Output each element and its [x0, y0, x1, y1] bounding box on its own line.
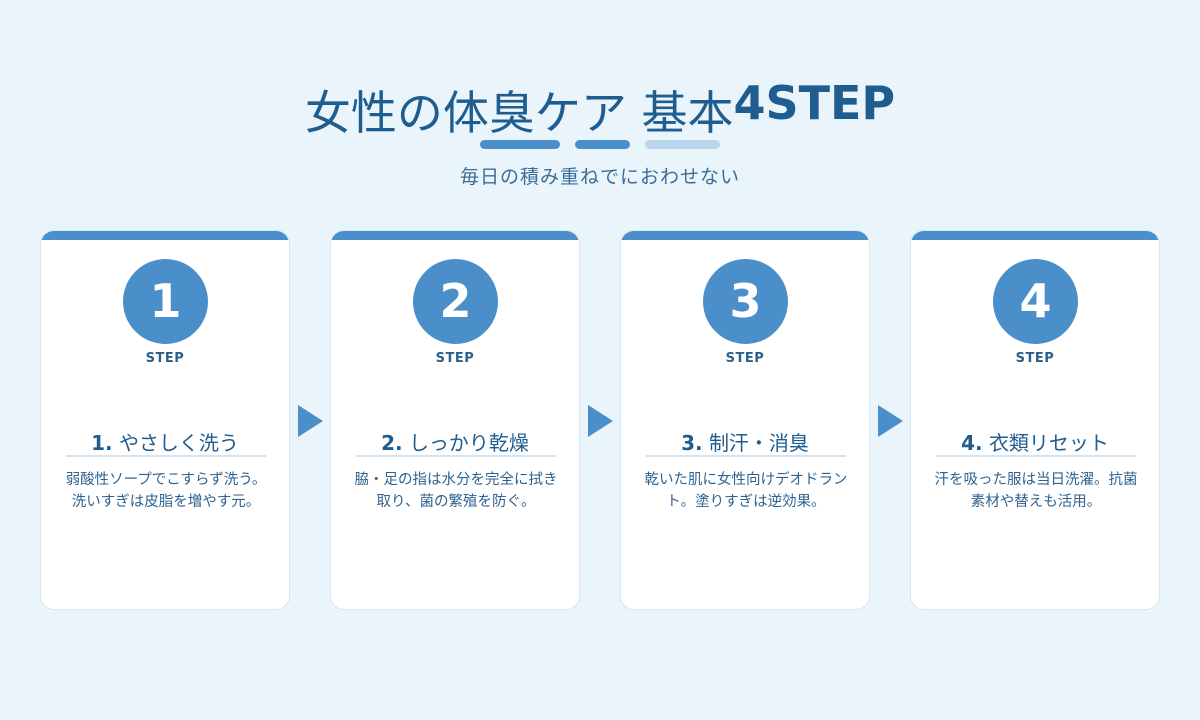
step-title-number: 3. [681, 431, 703, 455]
subtitle: 毎日の積み重ねでにおわせない [459, 166, 740, 188]
header: 女性の体臭ケア 基本4STEP 毎日の積み重ねでにおわせない [0, 0, 1200, 200]
card-divider [646, 455, 846, 457]
arrow-right-icon [298, 405, 323, 437]
step-title-text: 衣類リセット [988, 431, 1109, 455]
page-title: 女性の体臭ケア 基本4STEP [0, 80, 1200, 136]
step-title-text: 制汗・消臭 [708, 431, 809, 455]
step-title: 1. やさしく洗う [41, 427, 289, 456]
title-underline-2 [575, 140, 630, 149]
title-underline-3 [645, 140, 720, 149]
step-number-badge: 3 [703, 259, 788, 344]
step-number-badge: 2 [413, 259, 498, 344]
step-title: 2. しっかり乾燥 [331, 427, 579, 456]
step-number-badge: 1 [123, 259, 208, 344]
step-title-text: しっかり乾燥 [408, 431, 529, 455]
step-title-number: 1. [91, 431, 113, 455]
step-card-3: 3 STEP 3. 制汗・消臭 乾いた肌に女性向けデオドラント。塗りすぎは逆効果… [620, 230, 870, 610]
step-description: 弱酸性ソープでこすらず洗う。洗いすぎは皮脂を増やす元。 [65, 472, 267, 510]
step-label: STEP [145, 351, 185, 366]
step-description: 汗を吸った服は当日洗濯。抗菌素材や替えも活用。 [934, 472, 1138, 510]
step-card-4: 4 STEP 4. 衣類リセット 汗を吸った服は当日洗濯。抗菌素材や替えも活用。 [910, 230, 1160, 610]
title-main: 女性の体臭ケア 基本 [304, 86, 734, 140]
step-title-number: 2. [381, 431, 403, 455]
card-top-bar [621, 231, 869, 240]
step-card-2: 2 STEP 2. しっかり乾燥 脇・足の指は水分を完全に拭き取り、菌の繁殖を防… [330, 230, 580, 610]
card-divider [936, 455, 1136, 457]
step-label: STEP [1015, 351, 1055, 366]
step-label: STEP [725, 351, 765, 366]
step-description: 乾いた肌に女性向けデオドラント。塗りすぎは逆効果。 [644, 472, 848, 510]
arrow-right-icon [588, 405, 613, 437]
step-title-number: 4. [961, 431, 983, 455]
step-number-badge: 4 [993, 259, 1078, 344]
card-top-bar [41, 231, 289, 240]
arrow-right-icon [878, 405, 903, 437]
step-label: STEP [435, 351, 475, 366]
card-divider [356, 455, 556, 457]
card-top-bar [911, 231, 1159, 240]
title-accent: 4STEP [733, 76, 896, 130]
step-title-text: やさしく洗う [118, 431, 239, 455]
card-divider [66, 455, 266, 457]
step-title: 3. 制汗・消臭 [621, 427, 869, 456]
step-description: 脇・足の指は水分を完全に拭き取り、菌の繁殖を防ぐ。 [354, 472, 558, 510]
step-title: 4. 衣類リセット [911, 427, 1159, 456]
title-underline-1 [480, 140, 560, 149]
card-top-bar [331, 231, 579, 240]
step-card-1: 1 STEP 1. やさしく洗う 弱酸性ソープでこすらず洗う。洗いすぎは皮脂を増… [40, 230, 290, 610]
